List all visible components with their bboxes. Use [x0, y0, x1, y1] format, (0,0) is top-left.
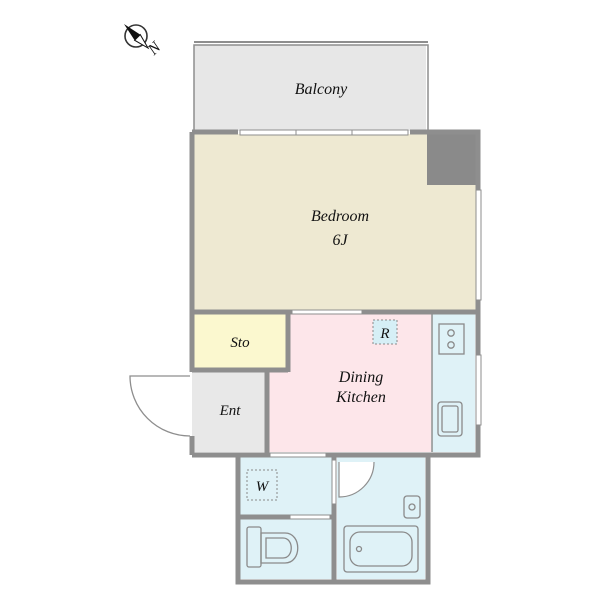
utility-block: W — [240, 456, 425, 579]
bedroom-area — [194, 134, 476, 311]
refrigerator: R — [372, 319, 398, 345]
washer: W — [246, 469, 278, 501]
windows — [239, 129, 482, 520]
dining-kitchen: R Dining Kitchen — [268, 313, 475, 452]
storage: Sto — [194, 313, 286, 368]
balcony: Balcony — [193, 41, 429, 131]
balcony-label: Balcony — [295, 81, 348, 98]
dining-kitchen-label-line1: Dining — [338, 369, 383, 386]
bedroom-label: Bedroom — [311, 208, 369, 225]
structural-pillar — [427, 132, 476, 185]
entrance: Ent — [192, 372, 266, 452]
washer-label: W — [256, 479, 270, 495]
refrigerator-label: R — [379, 326, 389, 342]
washbasin-icon — [403, 495, 421, 519]
washer-icon — [246, 469, 278, 501]
stove-icon — [438, 323, 465, 355]
entrance-area — [192, 372, 266, 452]
washer-area — [240, 456, 332, 516]
storage-label: Sto — [230, 335, 250, 351]
toilet-icon — [246, 526, 299, 568]
compass-north-label: N — [144, 38, 165, 59]
bathroom-door-swing — [338, 461, 375, 498]
compass: N — [123, 23, 165, 59]
bathtub-icon — [343, 525, 419, 573]
bedroom: Bedroom 6J — [194, 132, 476, 311]
refrigerator-icon — [372, 319, 398, 345]
dining-kitchen-area — [268, 313, 431, 452]
entrance-label: Ent — [219, 403, 242, 419]
toilet-area — [240, 519, 332, 579]
entrance-door-swing — [129, 375, 191, 437]
bedroom-size-label: 6J — [332, 232, 348, 249]
compass-icon — [123, 23, 150, 50]
balcony-area — [194, 45, 426, 131]
storage-area — [194, 313, 286, 368]
dining-kitchen-label-line2: Kitchen — [335, 389, 386, 406]
sink-icon — [437, 401, 463, 437]
